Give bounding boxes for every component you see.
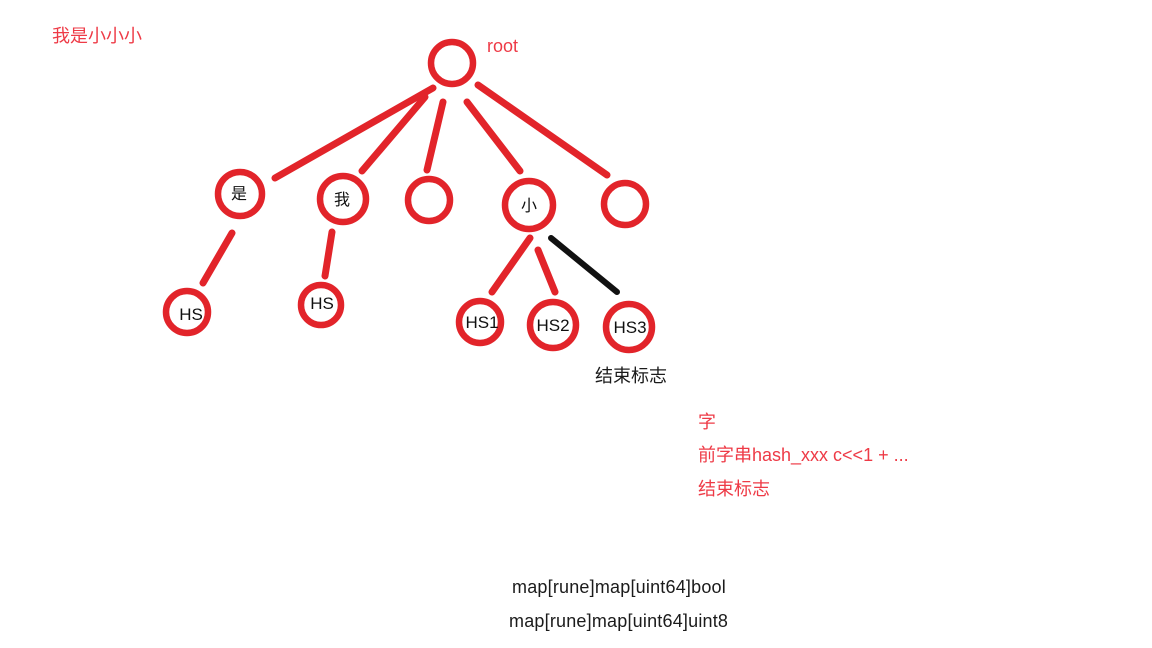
node-hs-mid-circle [297, 281, 345, 329]
edge-root-shi [271, 84, 437, 182]
node-hs1-circle [455, 297, 505, 347]
edge-root-empty-right [474, 81, 611, 179]
code-line-bool: map[rune]map[uint64]bool [512, 577, 726, 597]
node-shi-label: 是 [231, 186, 247, 203]
edge-xiao-hs3-black [548, 235, 620, 295]
canvas-title: 我是小小小 [52, 26, 142, 46]
node-hs2-circle [526, 298, 580, 352]
node-root-circle [427, 38, 477, 88]
edge-root-xiao [463, 98, 524, 175]
red-note-hash: 前字串hash_xxx c<<1 + ... [698, 445, 909, 465]
node-empty-right-circle [600, 179, 650, 229]
node-hs-left-label: HS [179, 305, 203, 324]
node-xiao-circle [501, 177, 557, 233]
node-empty-left-circle [404, 175, 454, 225]
edge-wo-hs [321, 228, 336, 280]
edge-root-wo [358, 93, 429, 175]
edge-root-empty-left [423, 98, 447, 174]
node-hs-left-circle [162, 287, 212, 337]
edge-shi-hs [199, 229, 236, 287]
node-hs1-label: HS1 [465, 313, 498, 332]
edge-xiao-hs1 [488, 234, 534, 296]
node-hs2-label: HS2 [536, 316, 569, 335]
red-note-char: 字 [698, 412, 716, 432]
root-node-label: root [487, 36, 519, 56]
node-xiao-label: 小 [521, 197, 537, 215]
node-wo-circle [316, 172, 370, 226]
node-hs3-circle [602, 300, 656, 354]
node-hs3-label: HS3 [613, 318, 646, 337]
red-note-endflag: 结束标志 [698, 479, 770, 499]
node-shi-circle [214, 168, 266, 220]
edge-xiao-hs2 [534, 246, 559, 296]
end-flag-label: 结束标志 [595, 366, 667, 386]
code-line-uint8: map[rune]map[uint64]uint8 [509, 611, 729, 631]
node-hs-mid-label: HS [310, 294, 334, 313]
node-wo-label: 我 [334, 191, 350, 209]
